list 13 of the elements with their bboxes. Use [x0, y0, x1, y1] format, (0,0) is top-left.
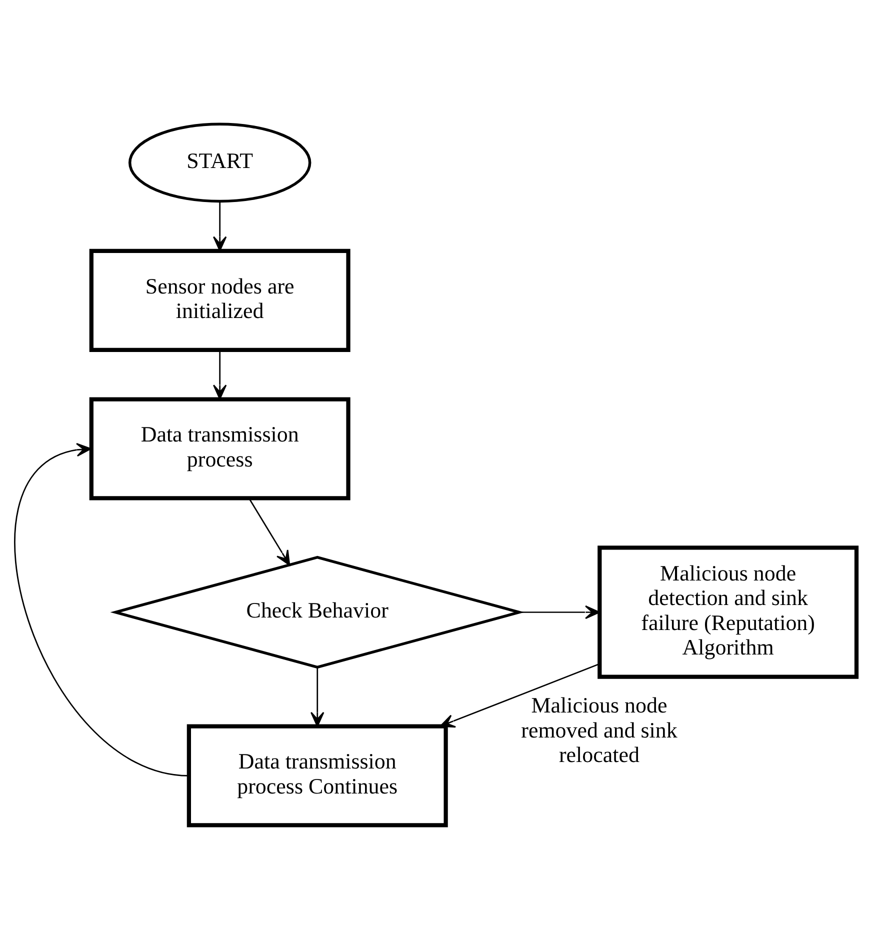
arrow [248, 498, 290, 566]
node-ellipse: START [128, 122, 311, 203]
arrow [212, 202, 226, 252]
arrow [519, 605, 600, 620]
node-box: Sensor nodes are initialized [88, 248, 350, 352]
node-box: Data transmission process [88, 397, 350, 500]
node-box: Data transmission process Continues [186, 724, 448, 828]
arrow [439, 663, 599, 728]
arrow [212, 350, 226, 400]
node-box: Malicious node detection and sink failure (Reputation) Algorithm [597, 546, 858, 679]
arrow [310, 668, 324, 727]
edge-label: Malicious node removed and sink relocated [520, 692, 677, 767]
arrow [14, 442, 188, 776]
